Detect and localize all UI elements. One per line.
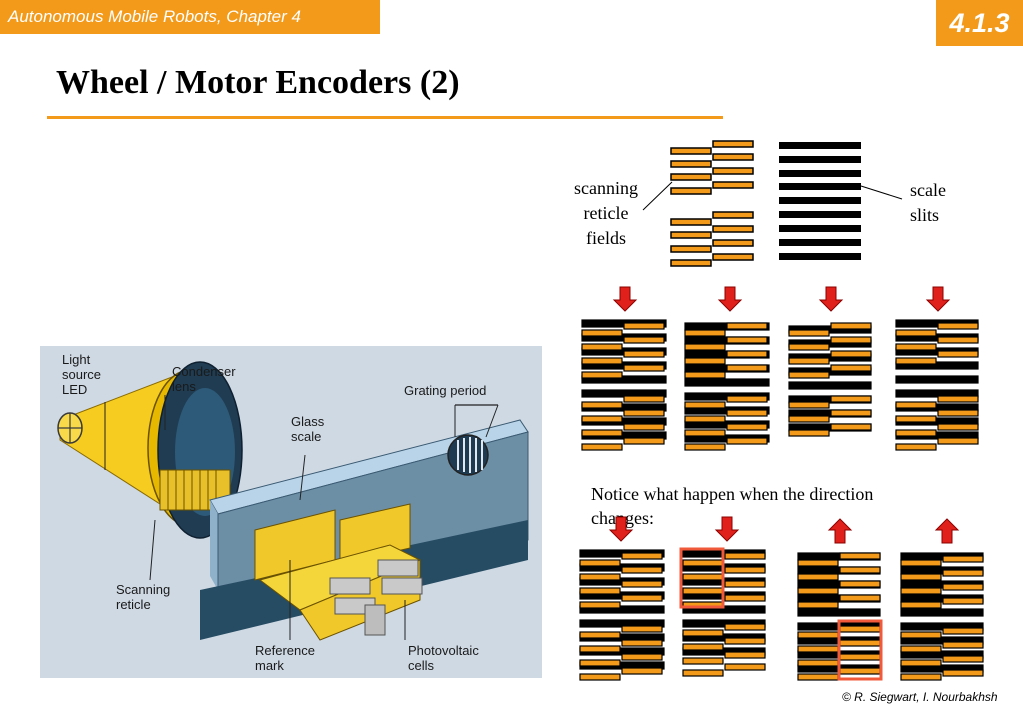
- down-arrow: [612, 286, 638, 312]
- label-line: fields: [586, 228, 626, 248]
- optical-encoder-illustration: Light source LED Condenser lens Grating …: [40, 346, 542, 678]
- glass-scale-caption: Glass scale: [291, 414, 328, 444]
- title-underline: [47, 116, 723, 119]
- course-header: Autonomous Mobile Robots, Chapter 4: [0, 0, 380, 34]
- reference-mark-caption: Reference mark: [255, 643, 319, 673]
- scanning-reticle-fields-label: scanning reticle fields: [566, 176, 646, 251]
- row2-arrows: [608, 516, 960, 544]
- highlight-box: [837, 619, 883, 681]
- reticle-leader-line: [642, 181, 673, 211]
- encoder-state: [900, 552, 984, 681]
- scanning-reticle-caption: Scanning reticle: [116, 582, 174, 612]
- encoder-state: [797, 552, 883, 681]
- slide-title: Wheel / Motor Encoders (2): [56, 64, 460, 101]
- encoder-state: [788, 322, 872, 437]
- encoder-state: [579, 549, 665, 681]
- highlight-box: [679, 547, 725, 609]
- encoder-state: [895, 319, 979, 451]
- encoder-state: [581, 319, 667, 451]
- down-arrow: [608, 516, 634, 542]
- scale-slits: [779, 142, 861, 260]
- section-number: 4.1.3: [936, 0, 1023, 46]
- label-line: slits: [910, 205, 940, 225]
- row1-arrows: [612, 286, 951, 312]
- grating-period-caption: Grating period: [404, 383, 486, 398]
- light-source-led-caption: Light source LED: [62, 352, 105, 397]
- encoder-state: [679, 547, 766, 677]
- photovoltaic-cells: [329, 559, 423, 636]
- scale-slits-label: scale slits: [910, 178, 946, 228]
- down-arrow: [714, 516, 740, 542]
- condenser-lens-caption: Condenser lens: [172, 364, 239, 394]
- scale-leader-line: [860, 185, 903, 200]
- down-arrow: [717, 286, 743, 312]
- label-line: scanning: [574, 178, 638, 198]
- label-line: scale: [910, 180, 946, 200]
- encoder-state: [684, 322, 770, 451]
- label-line: reticle: [583, 203, 629, 223]
- photovoltaic-cells-caption: Photovoltaic cells: [408, 643, 482, 673]
- down-arrow: [818, 286, 844, 312]
- scanning-reticle-fields: [670, 140, 754, 267]
- down-arrow: [925, 286, 951, 312]
- up-arrow: [827, 518, 853, 544]
- copyright: © R. Siegwart, I. Nourbakhsh: [842, 690, 998, 704]
- up-arrow: [934, 518, 960, 544]
